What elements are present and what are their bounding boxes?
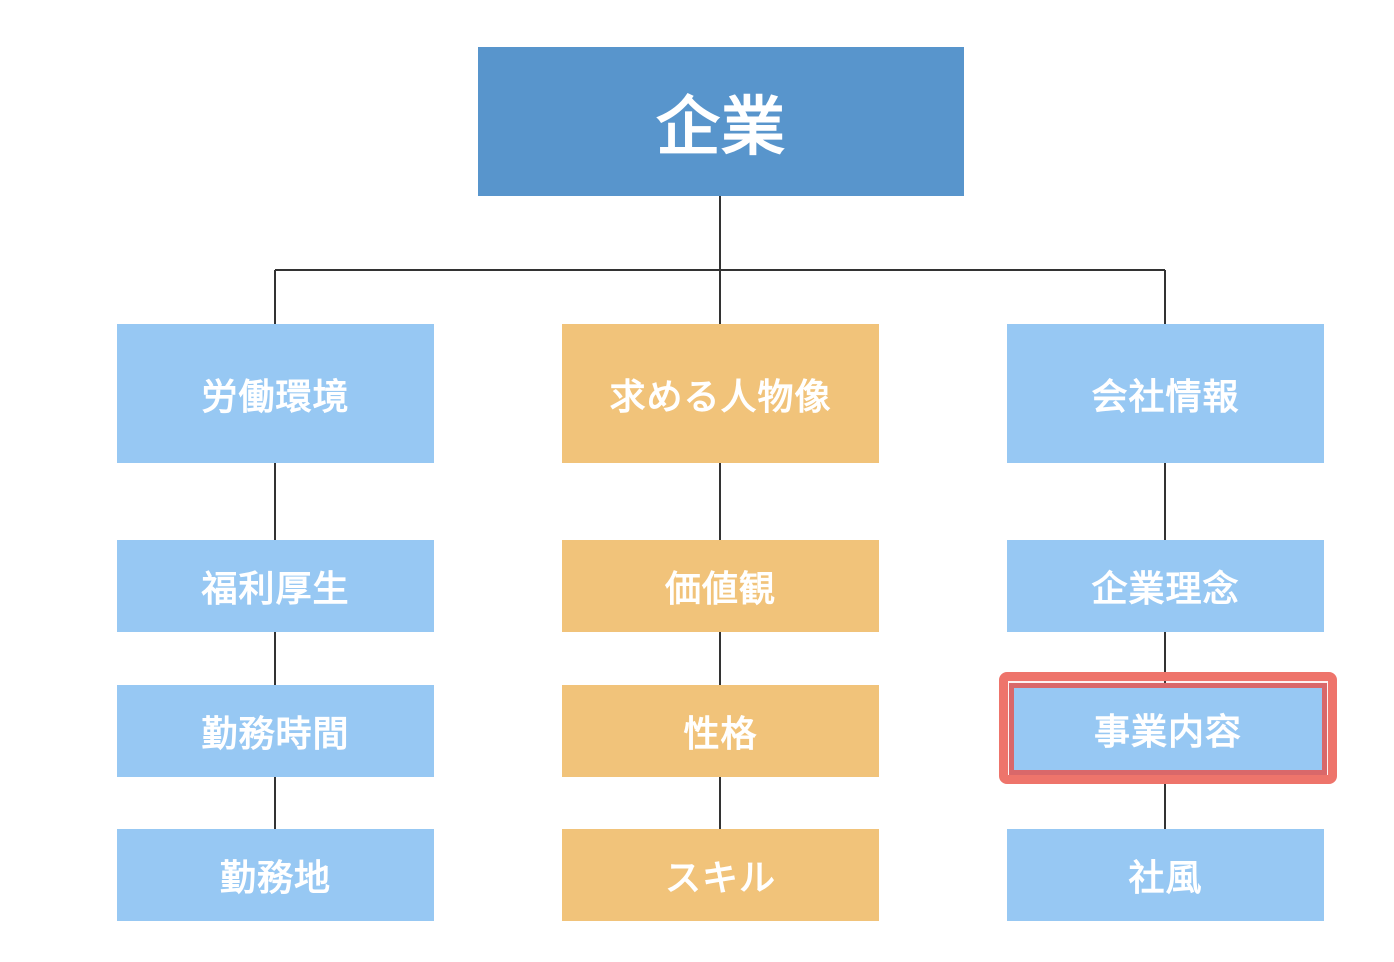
child-node-corporate-culture: 社風 — [1007, 829, 1324, 921]
branch-label: 労働環境 — [201, 376, 350, 418]
child-node-skills: スキル — [562, 829, 879, 921]
child-label: 勤務地 — [219, 858, 331, 899]
branch-node-work-environment: 労働環境 — [117, 324, 434, 463]
child-label: 勤務時間 — [201, 714, 350, 755]
child-node-values: 価値観 — [562, 540, 879, 632]
child-node-working-hours: 勤務時間 — [117, 685, 434, 777]
root-label: 企業 — [656, 90, 786, 165]
branch-label: 会社情報 — [1091, 376, 1240, 418]
branch-node-ideal-candidate: 求める人物像 — [562, 324, 879, 463]
branch-label: 求める人物像 — [609, 376, 832, 418]
child-node-benefits: 福利厚生 — [117, 540, 434, 632]
child-node-corporate-philosophy: 企業理念 — [1007, 540, 1324, 632]
child-label: 性格 — [683, 714, 758, 755]
child-label: スキル — [664, 858, 776, 899]
child-node-personality: 性格 — [562, 685, 879, 777]
child-label: 福利厚生 — [201, 569, 350, 610]
child-label: 企業理念 — [1091, 569, 1240, 610]
root-node: 企業 — [478, 47, 964, 196]
child-node-business-content: 事業内容 — [1012, 686, 1324, 772]
branch-node-company-info: 会社情報 — [1007, 324, 1324, 463]
child-label: 価値観 — [664, 569, 776, 610]
child-node-work-location: 勤務地 — [117, 829, 434, 921]
child-label: 事業内容 — [1093, 712, 1242, 753]
child-label: 社風 — [1128, 858, 1203, 899]
